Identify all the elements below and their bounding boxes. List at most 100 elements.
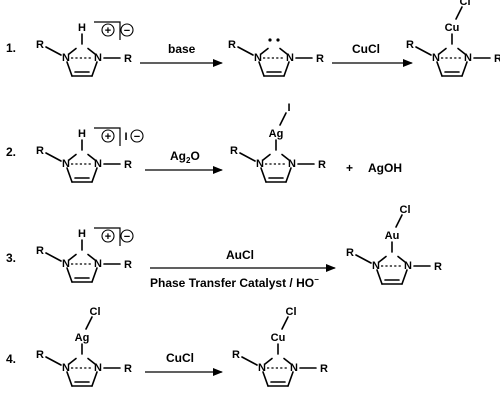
atom-n1: N xyxy=(432,52,440,64)
metal-atom: Cu xyxy=(445,22,460,34)
bond-c2-n3 xyxy=(279,47,288,55)
bond-n1-r xyxy=(45,46,62,56)
atom-n3: N xyxy=(286,52,294,64)
bond-n1-c5 xyxy=(262,371,269,387)
bond-metal-ligand xyxy=(455,6,463,20)
bond-n1-c5 xyxy=(260,167,267,183)
charge-bracket xyxy=(94,21,121,40)
reagent-ag: Ag xyxy=(170,149,186,163)
r-group-n3: R xyxy=(316,53,324,65)
bond-c2-n3 xyxy=(87,47,96,55)
bond-c2-n3 xyxy=(87,253,96,261)
lone-pair-dot xyxy=(268,38,272,42)
bond-n1-r xyxy=(45,356,62,366)
anion-charge-circle xyxy=(120,23,134,37)
r-group-n1: R xyxy=(230,145,238,157)
reagent-ptc-text: Phase Transfer Catalyst / HO xyxy=(150,276,314,290)
metal-atom: Au xyxy=(385,230,400,242)
bond-n3-c4 xyxy=(91,167,98,183)
r-group-n3: R xyxy=(124,53,132,65)
atom-n1: N xyxy=(254,52,262,64)
ligand-atom: Cl xyxy=(460,0,471,8)
r-group-n1: R xyxy=(36,145,44,157)
ligand-atom: Cl xyxy=(400,204,411,216)
atom-n3: N xyxy=(404,260,412,272)
lone-pair-dot xyxy=(276,38,280,42)
anion-charge-circle xyxy=(130,129,144,143)
r-group-n3: R xyxy=(494,53,500,65)
anion-charge-circle xyxy=(120,229,134,243)
r-group-n3: R xyxy=(320,363,328,375)
ligand-atom: I xyxy=(287,102,290,114)
r-group-n3: R xyxy=(124,259,132,271)
bond-n3-c4 xyxy=(287,371,294,387)
bond-c2-n1 xyxy=(262,153,271,161)
atom-n1: N xyxy=(62,258,70,270)
anion-charge-sign: − xyxy=(134,131,140,143)
atom-n1: N xyxy=(258,362,266,374)
bond-c2-n1 xyxy=(264,357,273,365)
bond-n3-c4 xyxy=(283,61,290,77)
anion-charge-sign: − xyxy=(124,25,130,37)
r-group-n3: R xyxy=(434,261,442,273)
atom-n1: N xyxy=(62,52,70,64)
bond-c2-n1 xyxy=(68,357,77,365)
r-group-n1: R xyxy=(36,39,44,51)
cation-charge-circle xyxy=(101,129,115,143)
atom-n3: N xyxy=(288,158,296,170)
r-group-n1: R xyxy=(232,349,240,361)
atom-h: H xyxy=(78,128,86,140)
bond-metal-ligand xyxy=(279,112,287,126)
bond-c2-n3 xyxy=(457,47,466,55)
bond-c2-n1 xyxy=(378,255,387,263)
bond-n3-c4 xyxy=(461,61,468,77)
metal-atom: Cu xyxy=(271,332,286,344)
byproduct-agoh: AgOH xyxy=(368,161,402,175)
metal-atom: Ag xyxy=(75,332,90,344)
bond-n1-c5 xyxy=(376,269,383,285)
r-group-n3: R xyxy=(124,363,132,375)
cation-charge-circle xyxy=(101,229,115,243)
bond-metal-ligand xyxy=(395,214,403,228)
bond-n1-r xyxy=(45,252,62,262)
ligand-atom: Cl xyxy=(90,306,101,318)
reagent-step3-aucl: AuCl xyxy=(226,248,254,262)
bond-c2-n1 xyxy=(438,47,447,55)
bond-n1-r xyxy=(239,152,256,162)
plus-sign-step2: + xyxy=(346,161,353,175)
bond-n3-c4 xyxy=(91,371,98,387)
bond-n1-c5 xyxy=(66,267,73,283)
bond-c2-n3 xyxy=(283,357,292,365)
bond-metal-ligand xyxy=(281,316,289,330)
bond-n1-c5 xyxy=(66,371,73,387)
r-group-n3: R xyxy=(318,159,326,171)
bond-n3-c4 xyxy=(91,267,98,283)
atom-h: H xyxy=(78,22,86,34)
bond-c2-n3 xyxy=(87,357,96,365)
reagent-step4-cucl: CuCl xyxy=(166,351,194,365)
atom-n3: N xyxy=(94,158,102,170)
atom-n3: N xyxy=(290,362,298,374)
step-number-2: 2. xyxy=(6,145,16,159)
cation-charge-circle xyxy=(101,23,115,37)
bond-n1-c5 xyxy=(436,61,443,77)
bond-n3-c4 xyxy=(401,269,408,285)
bond-n3-c4 xyxy=(91,61,98,77)
atom-n3: N xyxy=(94,362,102,374)
bond-c2-n1 xyxy=(68,253,77,261)
charge-bracket xyxy=(94,127,121,146)
cation-charge-sign: + xyxy=(105,231,111,243)
r-group-n1: R xyxy=(36,349,44,361)
reagent-step2-ag2o: Ag2O xyxy=(170,149,200,165)
atom-n1: N xyxy=(62,362,70,374)
reagent-ag-sub: 2 xyxy=(186,156,191,165)
